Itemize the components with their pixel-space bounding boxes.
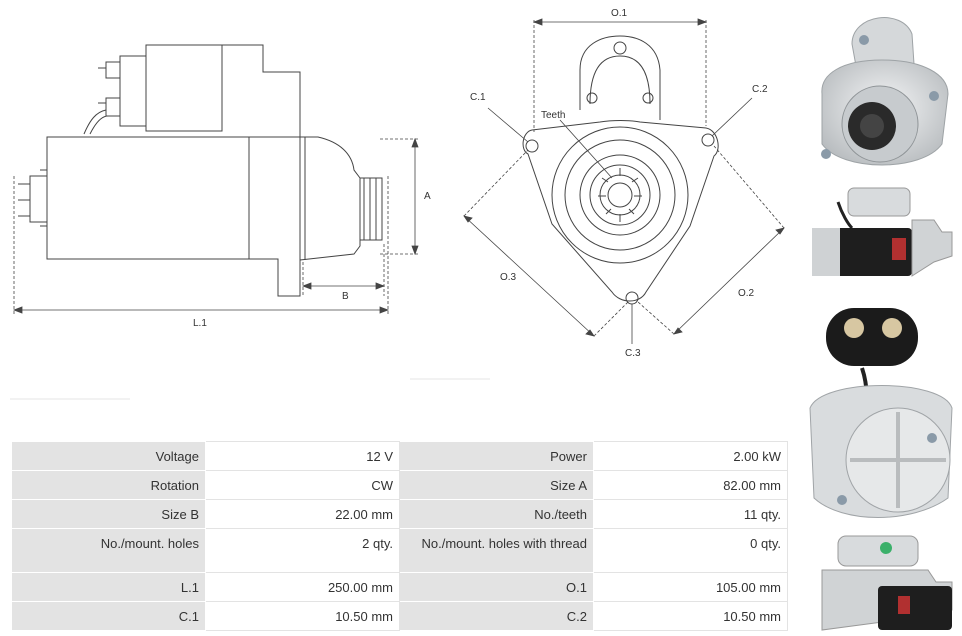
photo-front-view [802, 4, 962, 182]
spec-label: O.1 [399, 572, 594, 602]
spec-value: 82.00 mm [593, 470, 788, 500]
table-row: No./mount. holes 2 qty. No./mount. holes… [11, 528, 788, 573]
spec-label: Voltage [11, 441, 206, 471]
spec-label: Size B [11, 499, 206, 529]
spec-label: Size A [399, 470, 594, 500]
dim-o2-label: O.2 [738, 288, 755, 299]
spec-label: Rotation [11, 470, 206, 500]
spec-value: CW [205, 470, 400, 500]
product-photos [802, 0, 962, 636]
spec-value: 11 qty. [593, 499, 788, 529]
specs-table: Voltage 12 V Power 2.00 kW Rotation CW S… [11, 441, 788, 631]
dim-l1-label: L.1 [193, 318, 207, 329]
divider [410, 378, 490, 380]
spec-value: 10.50 mm [205, 601, 400, 631]
spec-label: L.1 [11, 572, 206, 602]
table-row: C.1 10.50 mm C.2 10.50 mm [11, 601, 788, 631]
side-view-drawing [18, 44, 383, 297]
dim-a-label: A [424, 191, 431, 202]
front-view-drawing [522, 35, 719, 305]
dim-o1-label: O.1 [611, 8, 628, 19]
photo-rear-view [802, 288, 962, 524]
dim-b-label: B [342, 291, 349, 302]
teeth-label: Teeth [541, 110, 565, 121]
side-view-dimensions [13, 138, 418, 316]
spec-label: No./mount. holes [11, 528, 206, 573]
spec-value: 0 qty. [593, 528, 788, 573]
spec-value: 22.00 mm [205, 499, 400, 529]
table-row: L.1 250.00 mm O.1 105.00 mm [11, 572, 788, 602]
photo-solenoid-view [802, 530, 962, 634]
table-row: Size B 22.00 mm No./teeth 11 qty. [11, 499, 788, 529]
spec-label: Power [399, 441, 594, 471]
spec-label: No./teeth [399, 499, 594, 529]
technical-drawing: A B L.1 O [12, 8, 785, 359]
dim-c2-label: C.2 [752, 84, 768, 95]
spec-value: 2.00 kW [593, 441, 788, 471]
dim-c3-label: C.3 [625, 348, 641, 359]
spec-label: C.2 [399, 601, 594, 631]
photo-side-view [802, 184, 962, 286]
divider [10, 398, 130, 400]
dim-c1-label: C.1 [470, 92, 486, 103]
spec-value: 2 qty. [205, 528, 400, 573]
spec-value: 10.50 mm [593, 601, 788, 631]
spec-value: 12 V [205, 441, 400, 471]
spec-label: No./mount. holes with thread [399, 528, 594, 573]
spec-label: C.1 [11, 601, 206, 631]
dim-o3-label: O.3 [500, 272, 517, 283]
spec-value: 105.00 mm [593, 572, 788, 602]
table-row: Voltage 12 V Power 2.00 kW [11, 441, 788, 471]
table-row: Rotation CW Size A 82.00 mm [11, 470, 788, 500]
spec-value: 250.00 mm [205, 572, 400, 602]
